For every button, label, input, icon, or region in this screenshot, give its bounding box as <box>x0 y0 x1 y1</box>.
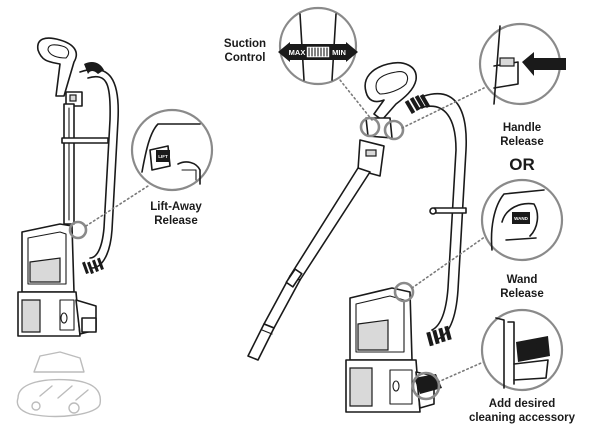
suction-label-line2: Control <box>225 52 266 64</box>
arrow-left-icon <box>522 52 566 76</box>
handle-release-label-line2: Release <box>500 136 543 148</box>
accessory-label-line2: cleaning accessory <box>469 412 576 424</box>
accessory-label-line1: Add desired <box>489 398 555 410</box>
lift-away-label-line2: Release <box>154 215 197 227</box>
upright-vacuum <box>16 37 120 418</box>
handle-release-label-line1: Handle <box>503 122 541 134</box>
svg-text:LIFT: LIFT <box>158 154 168 159</box>
wand-release-label-line2: Release <box>500 288 543 300</box>
wand-release-button-icon <box>512 212 530 224</box>
lift-away-button-icon <box>156 150 170 162</box>
handle-release-callout <box>401 22 566 129</box>
or-label: OR <box>509 155 535 174</box>
svg-text:WAND: WAND <box>514 216 528 221</box>
suction-min-label: MIN <box>332 48 346 57</box>
lift-away-callout: LIFT <box>85 108 214 227</box>
accessory-callout <box>437 308 564 392</box>
wand-release-callout: WAND <box>411 178 564 289</box>
wand-release-label-line1: Wand <box>507 274 538 286</box>
lift-away-label-line1: Lift-Away <box>150 201 202 213</box>
suction-label-line1: Suction <box>224 38 266 50</box>
suction-max-label: MAX <box>289 48 306 57</box>
suction-control-callout: MAX MIN <box>278 6 373 121</box>
lifted-vacuum <box>247 62 467 413</box>
